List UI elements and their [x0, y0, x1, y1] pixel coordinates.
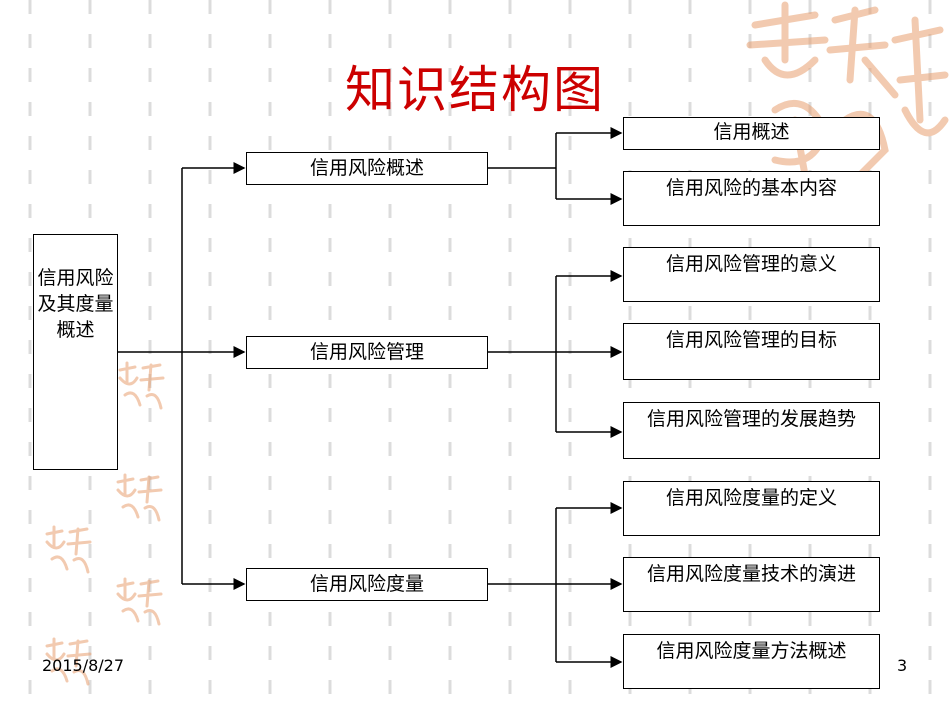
leaf-node: 信用风险度量技术的演进	[623, 557, 880, 612]
page-number: 3	[897, 656, 908, 675]
footer-date: 2015/8/27	[42, 656, 125, 675]
leaf-node: 信用风险管理的目标	[623, 323, 880, 380]
leaf-node: 信用风险的基本内容	[623, 171, 880, 226]
page-title: 知识结构图	[345, 61, 605, 119]
decorative-seal-small-3	[45, 525, 92, 574]
leaf-node: 信用风险管理的发展趋势	[623, 402, 880, 459]
leaf-node: 信用风险度量的定义	[623, 481, 880, 536]
decorative-seal-small-5	[45, 637, 92, 686]
decorative-seal-small-1	[118, 361, 165, 410]
branch-node-credit-risk-measurement: 信用风险度量	[246, 568, 488, 601]
leaf-node: 信用风险管理的意义	[623, 247, 880, 302]
leaf-node: 信用概述	[623, 117, 880, 150]
root-node: 信用风险及其度量概述	[33, 234, 118, 470]
decorative-seal-small-2	[116, 473, 163, 522]
branch-node-credit-risk-overview: 信用风险概述	[246, 152, 488, 185]
leaf-node: 信用风险度量方法概述	[623, 634, 880, 689]
branch-node-credit-risk-management: 信用风险管理	[246, 336, 488, 369]
decorative-seal-small-4	[116, 577, 163, 626]
